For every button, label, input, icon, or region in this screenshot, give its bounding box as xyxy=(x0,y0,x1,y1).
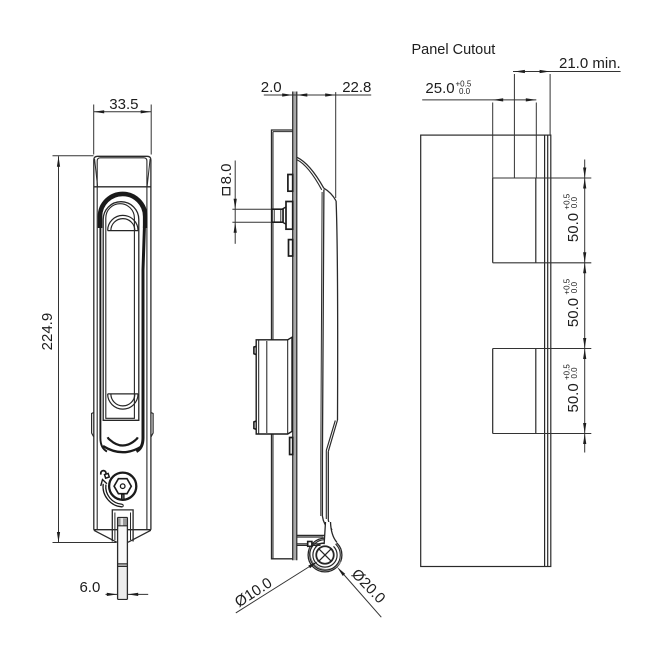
svg-text:0.0: 0.0 xyxy=(459,87,471,96)
svg-text:6.0: 6.0 xyxy=(79,579,100,596)
svg-text:50.0: 50.0 xyxy=(565,298,582,327)
svg-text:224.9: 224.9 xyxy=(39,313,56,351)
svg-text:8.0: 8.0 xyxy=(218,164,235,185)
svg-text:50.0: 50.0 xyxy=(565,383,582,412)
svg-text:0.0: 0.0 xyxy=(570,367,579,379)
svg-text:0.0: 0.0 xyxy=(570,281,579,293)
svg-text:21.0 min.: 21.0 min. xyxy=(559,55,621,72)
svg-text:2.0: 2.0 xyxy=(261,79,282,96)
svg-text:+0.5: +0.5 xyxy=(456,80,472,89)
svg-text:+0.5: +0.5 xyxy=(563,364,572,380)
svg-text:+0.5: +0.5 xyxy=(563,193,572,209)
svg-text:+0.5: +0.5 xyxy=(563,278,572,294)
svg-text:0.0: 0.0 xyxy=(570,196,579,208)
svg-text:33.5: 33.5 xyxy=(109,96,138,113)
svg-text:Panel Cutout: Panel Cutout xyxy=(412,42,496,58)
svg-text:50.0: 50.0 xyxy=(565,213,582,242)
svg-text:25.0: 25.0 xyxy=(425,80,454,97)
svg-text:22.8: 22.8 xyxy=(342,79,371,96)
